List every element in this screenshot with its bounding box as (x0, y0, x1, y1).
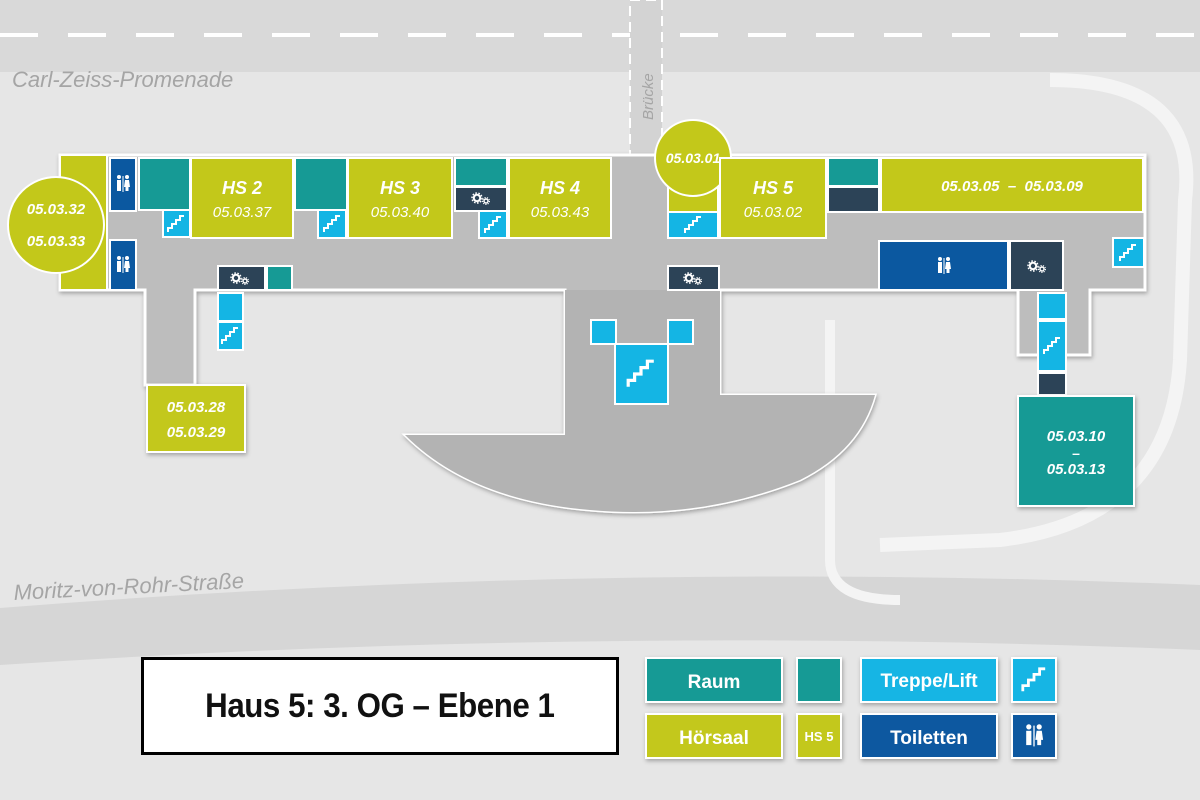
room-05-03-10-label: 05.03.10 (1047, 428, 1106, 445)
footpath (825, 320, 901, 605)
room-05-03-28-29[interactable] (146, 384, 246, 453)
room-05-03-01-label: 05.03.01 (666, 150, 721, 166)
hoersaal-hs4[interactable] (508, 157, 612, 239)
stairs-hs5[interactable] (667, 211, 719, 239)
legend-hoersaal-chip (645, 713, 783, 759)
raum-west[interactable] (138, 157, 191, 211)
room-range-05-03-05-09-label: 05.03.05 – 05.03.09 (941, 178, 1083, 195)
raum-west-small[interactable] (266, 265, 293, 291)
technik-east[interactable] (827, 186, 880, 213)
legend: Raum Hörsaal HS 5 Treppe/Lift Toiletten (645, 657, 1057, 759)
hoersaal-hs3[interactable] (347, 157, 453, 239)
toilet-icon (938, 257, 951, 274)
room-05-03-40-label: 05.03.40 (371, 204, 430, 221)
bridge-label: Brücke (640, 73, 657, 120)
hs3-label: HS 3 (380, 178, 420, 198)
lift-central-west[interactable] (590, 319, 617, 345)
range-dash-label: – (1072, 445, 1080, 461)
legend-hoersaal-swatch (796, 713, 842, 759)
room-05-03-33-label: 05.03.33 (27, 233, 86, 250)
legend-raum-label: Raum (688, 672, 741, 693)
legend-toiletten-label: Toiletten (890, 728, 968, 749)
hoersaal-hs5[interactable] (719, 157, 827, 239)
technik-east-corridor[interactable] (1009, 240, 1064, 291)
hoersaal-05-03-05-09[interactable] (880, 157, 1144, 213)
legend-toiletten-chip (860, 713, 998, 759)
floor-title-box: Haus 5: 3. OG – Ebene 1 (141, 657, 619, 755)
legend-hoersaal-sample: HS 5 (805, 729, 834, 744)
room-05-03-32-label: 05.03.32 (27, 201, 86, 218)
footpath (879, 73, 1194, 552)
legend-treppe-label: Treppe/Lift (880, 671, 978, 692)
raum-hs4[interactable] (454, 157, 508, 187)
hs2-label: HS 2 (222, 178, 262, 198)
technik-west[interactable] (217, 265, 266, 291)
legend-raum-swatch (796, 657, 842, 703)
room-05-03-32-marker[interactable] (7, 176, 105, 274)
lift-west[interactable] (217, 292, 244, 322)
legend-raum-chip (645, 657, 783, 703)
toilet-icon (1026, 724, 1044, 747)
room-05-03-13-label: 05.03.13 (1047, 461, 1106, 478)
lift-central-east[interactable] (667, 319, 694, 345)
raum-east[interactable] (827, 157, 880, 187)
technik-east-wing[interactable] (1037, 372, 1067, 396)
hs4-label: HS 4 (540, 178, 580, 198)
toilet-icon (117, 256, 130, 273)
legend-treppe-chip (860, 657, 998, 703)
toilet-icon (117, 175, 130, 192)
hs5-label: HS 5 (753, 178, 794, 198)
raum-hs2-hs3[interactable] (294, 157, 348, 211)
room-05-03-43-label: 05.03.43 (531, 204, 590, 221)
hoersaal-hs2[interactable] (190, 157, 294, 239)
north-road (0, 0, 1200, 72)
room-05-03-29-label: 05.03.29 (167, 424, 226, 441)
legend-hoersaal-label: Hörsaal (679, 728, 749, 749)
street-north-label: Carl-Zeiss-Promenade (12, 67, 233, 92)
room-05-03-37-label: 05.03.37 (213, 204, 272, 221)
room-05-03-02-label: 05.03.02 (744, 204, 803, 221)
floor-title: Haus 5: 3. OG – Ebene 1 (205, 686, 555, 725)
raum-05-03-10-13[interactable] (1017, 395, 1135, 507)
room-05-03-28-label: 05.03.28 (167, 399, 226, 416)
toilets-west-lower[interactable] (109, 239, 137, 291)
lift-east[interactable] (1037, 292, 1067, 320)
